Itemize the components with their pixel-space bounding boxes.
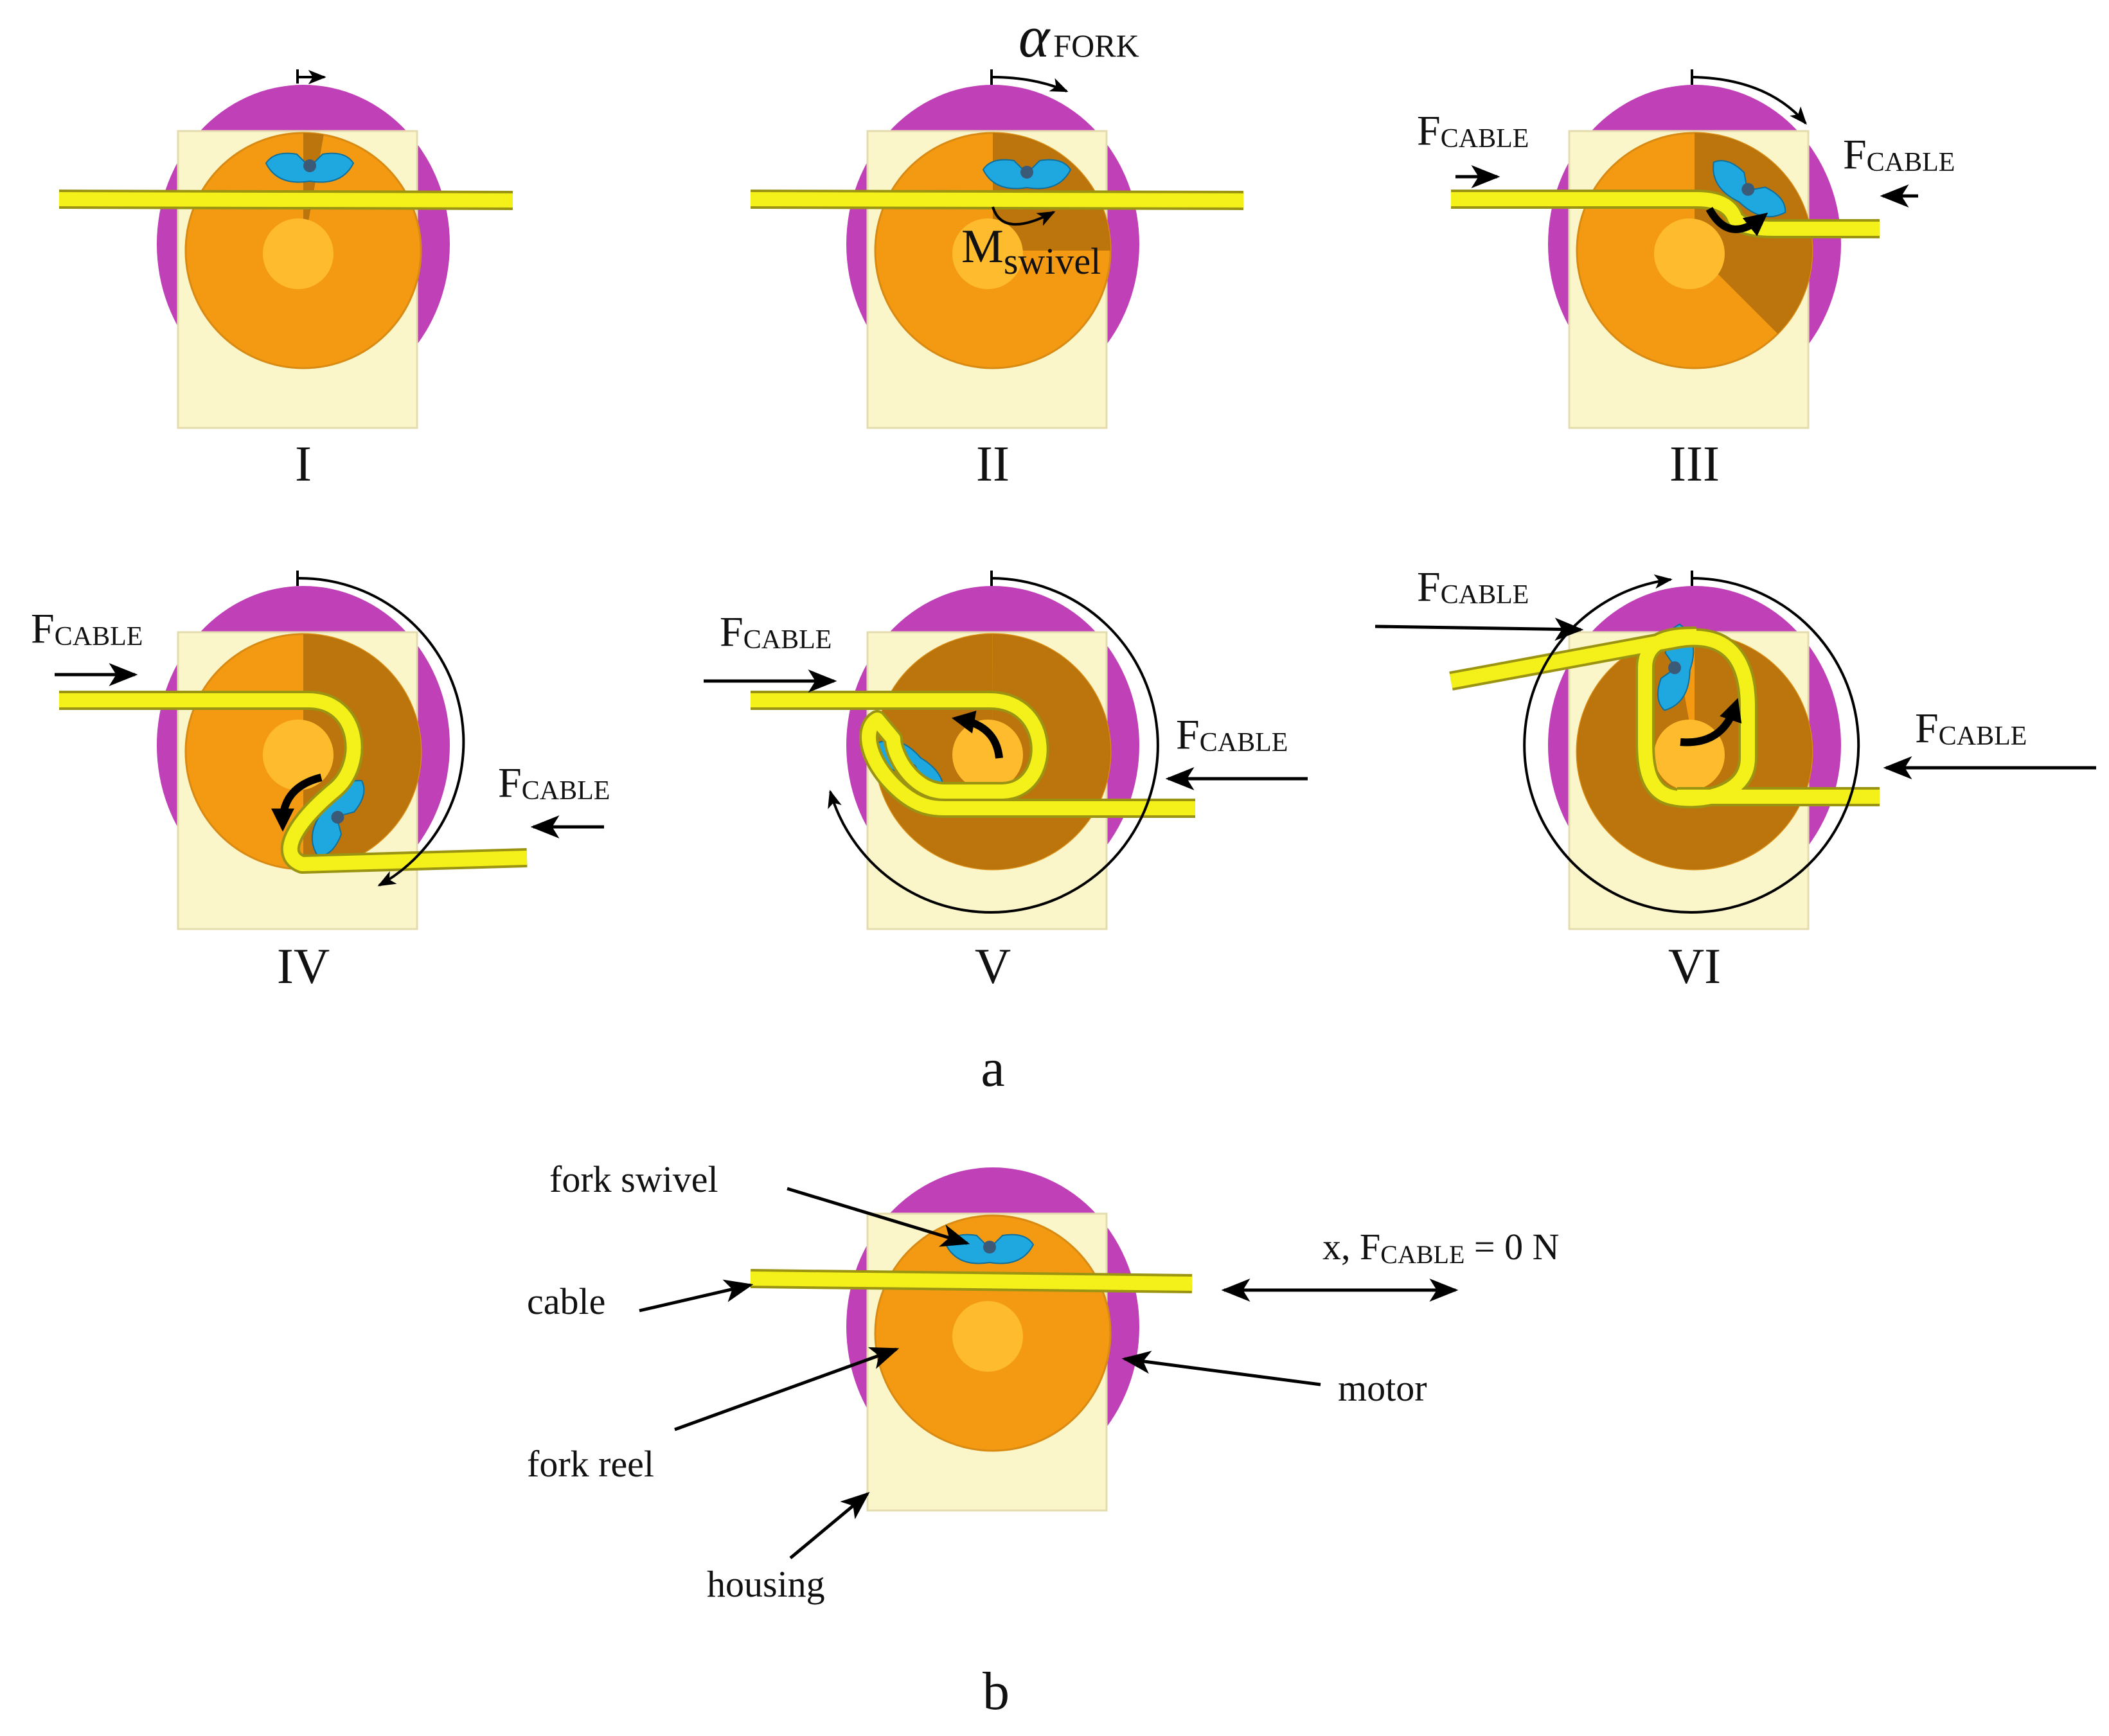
part-label-a: a bbox=[981, 1038, 1004, 1098]
callout-arrow-fork-reel bbox=[674, 1347, 900, 1431]
swivel-pin bbox=[1020, 166, 1033, 179]
panel-label-III: III bbox=[1669, 436, 1720, 492]
fork-swivel bbox=[982, 159, 1072, 190]
swivel-moment-arrow-II bbox=[992, 206, 1056, 226]
f-cable-label-VI-left: FCABLE bbox=[1417, 563, 1529, 610]
swivel-arrow-V bbox=[951, 711, 1003, 759]
displacement-force-label: x, FCABLE = 0 N bbox=[1322, 1226, 1560, 1269]
fork-swivel bbox=[1713, 160, 1786, 218]
swivel-pin bbox=[983, 1241, 996, 1253]
callout-arrow-fork-swivel bbox=[787, 1187, 970, 1247]
m-swivel-label: Mswivel bbox=[961, 220, 1101, 282]
force-arrow-VI-left bbox=[1375, 617, 1584, 641]
panel-label-IV: IV bbox=[277, 938, 330, 994]
callout-arrows bbox=[639, 1187, 1459, 1559]
swivel-arrow-IV bbox=[271, 774, 323, 832]
panel-I-mechanism bbox=[157, 85, 450, 429]
angle-arrow-V bbox=[828, 577, 1159, 914]
reel-hub bbox=[1654, 720, 1725, 790]
swivel-pin bbox=[1668, 661, 1682, 675]
f-cable-label-V-left: FCABLE bbox=[720, 608, 832, 655]
reel-hub bbox=[263, 218, 334, 289]
panel-IV-mechanism bbox=[157, 586, 450, 930]
swivel-rotation-arrows bbox=[271, 206, 1768, 832]
reel-hub bbox=[1654, 218, 1725, 289]
callout-fork-reel: fork reel bbox=[527, 1443, 654, 1485]
f-cable-label-IV-right: FCABLE bbox=[498, 759, 610, 806]
swivel-arrow-III bbox=[1705, 206, 1768, 236]
panel-label-II: II bbox=[976, 436, 1010, 492]
reel-hub bbox=[952, 218, 1023, 289]
angle-arrow-VI bbox=[1523, 574, 1860, 914]
swivel-pin bbox=[303, 159, 316, 172]
callout-cable: cable bbox=[527, 1280, 605, 1322]
f-cable-label-III-left: FCABLE bbox=[1417, 107, 1529, 154]
callout-fork-swivel: fork swivel bbox=[549, 1158, 718, 1200]
force-arrows bbox=[55, 165, 2096, 838]
callout-arrow-cable bbox=[639, 1279, 754, 1313]
fork-swivel bbox=[265, 152, 355, 183]
callout-arrow-housing bbox=[789, 1492, 870, 1559]
callout-motor: motor bbox=[1338, 1367, 1427, 1409]
panel-label-V: V bbox=[975, 938, 1011, 994]
f-cable-label-IV-left: FCABLE bbox=[31, 605, 143, 652]
reel-hub bbox=[952, 1301, 1023, 1372]
callout-housing: housing bbox=[707, 1563, 825, 1605]
panel-III-mechanism bbox=[1548, 85, 1841, 429]
angle-arrows bbox=[296, 69, 1860, 914]
f-cable-label-V-right: FCABLE bbox=[1176, 711, 1288, 758]
swivel-pin bbox=[1741, 182, 1755, 196]
reel-hub bbox=[952, 720, 1023, 790]
swivel-pin bbox=[331, 811, 344, 824]
part-label-b: b bbox=[983, 1661, 1010, 1721]
angle-arrow-II bbox=[991, 76, 1069, 93]
callout-arrow-motor bbox=[1121, 1351, 1321, 1386]
panel-label-VI: VI bbox=[1668, 938, 1721, 994]
angle-arrow-IV bbox=[297, 576, 465, 887]
panel-label-I: I bbox=[295, 436, 312, 492]
angle-arrow-III bbox=[1691, 76, 1807, 125]
f-cable-label-III-right: FCABLE bbox=[1843, 131, 1955, 178]
reel-hub bbox=[263, 720, 334, 790]
swivel-arrow-VI bbox=[1680, 698, 1742, 747]
f-cable-label-VI-right: FCABLE bbox=[1915, 705, 2027, 752]
